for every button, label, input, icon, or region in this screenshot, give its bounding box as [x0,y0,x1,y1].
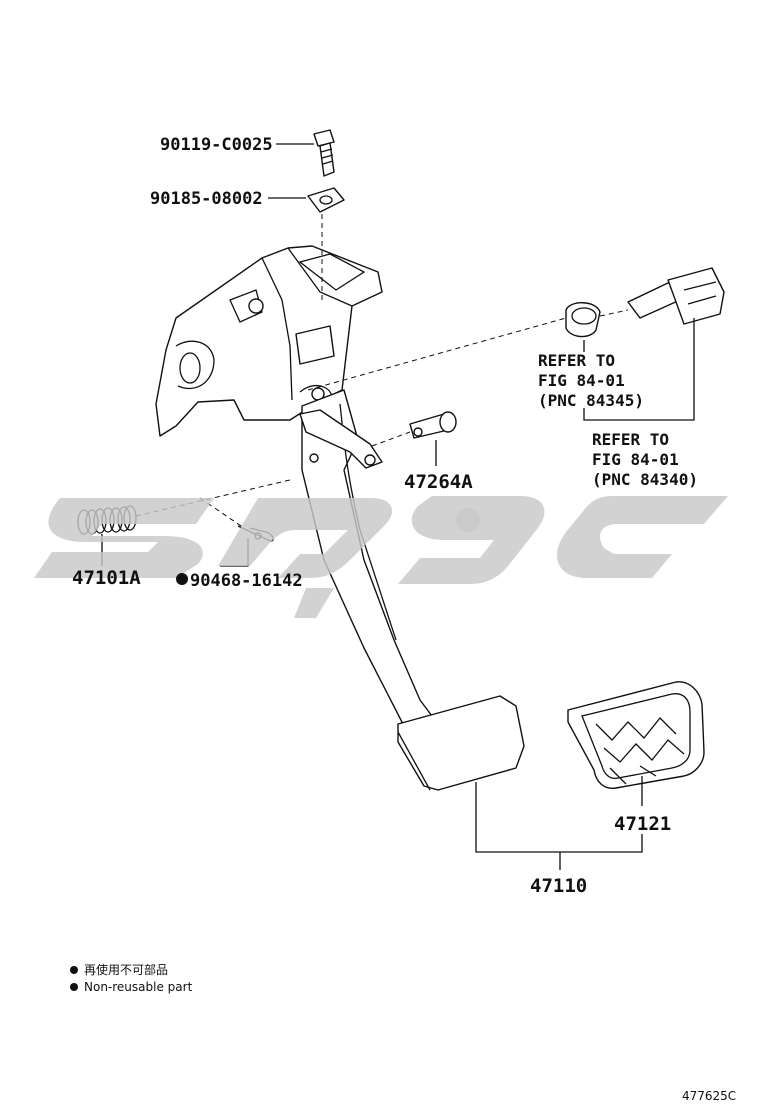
label-pad: 47121 [614,813,671,835]
bolt-and-nut [307,129,345,213]
label-pedal-assy: 47110 [530,875,587,897]
legend-marker-en [70,983,78,991]
refer-1-line2: FIG 84-01 [538,371,625,390]
legend-en: Non-reusable part [84,980,193,994]
label-pin: 47264A [404,471,473,493]
figure-id: 477625C [682,1089,736,1103]
refer-2-line1: REFER TO [592,430,669,449]
assembly-lines [135,214,629,529]
label-clip: 90468-16142 [190,571,303,591]
pedal-arm [299,389,525,791]
refer-2-line3: (PNC 84340) [592,470,698,489]
clevis-pin [409,411,457,439]
label-nut: 90185-08002 [150,189,263,209]
legend: 再使用不可部品 Non-reusable part [70,962,193,994]
refer-2-line2: FIG 84-01 [592,450,679,469]
label-spring: 47101A [72,567,141,589]
watermark-logo [34,496,728,618]
legend-marker-cn [70,966,78,974]
legend-cn: 再使用不可部品 [84,962,168,977]
pedal-pad-rubber [567,681,705,789]
non-reusable-marker [176,573,188,585]
refer-note-2: REFER TO FIG 84-01 (PNC 84340) [592,430,698,489]
label-bolt: 90119-C0025 [160,135,273,155]
refer-1-line1: REFER TO [538,351,615,370]
refer-1-line3: (PNC 84345) [538,391,644,410]
refer-note-1: REFER TO FIG 84-01 (PNC 84345) [538,351,644,410]
stop-lamp-switch [565,267,725,338]
